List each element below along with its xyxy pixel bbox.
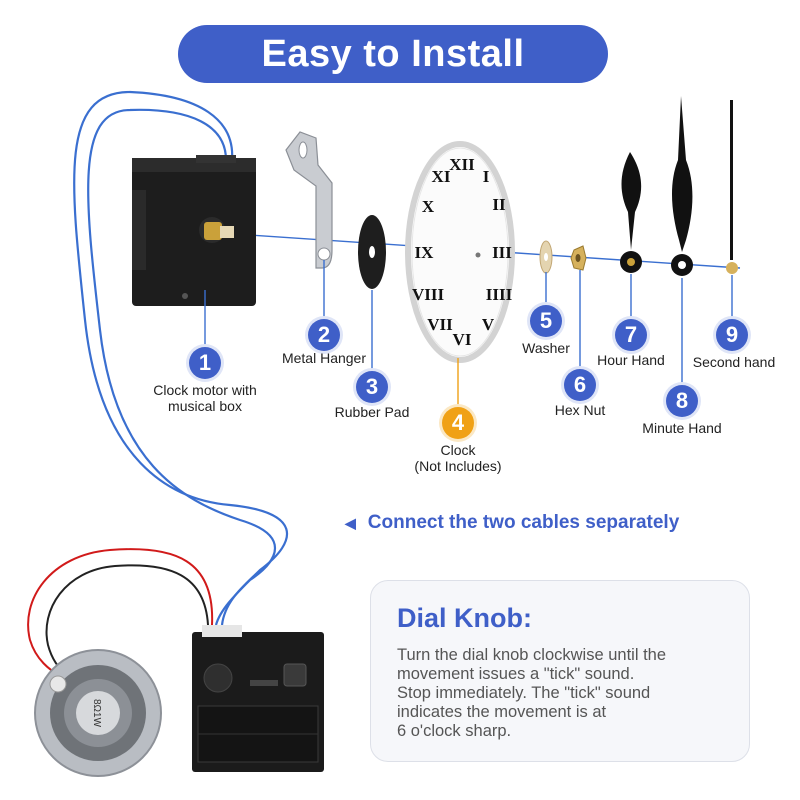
label-washer: Washer — [522, 340, 570, 356]
svg-text:II: II — [492, 195, 506, 214]
page-title: Easy to Install — [178, 25, 608, 83]
leader-lines — [204, 260, 733, 406]
minute-hand-icon — [671, 96, 693, 276]
svg-text:VII: VII — [427, 315, 453, 334]
badge-3: 3 — [356, 371, 388, 403]
metal-hanger-icon — [285, 131, 333, 269]
second-hand-icon — [726, 100, 738, 274]
label-second-hand: Second hand — [692, 354, 776, 370]
badge-1: 1 — [189, 347, 221, 379]
svg-text:IX: IX — [415, 243, 435, 262]
badge-4: 4 — [442, 407, 474, 439]
label-rubber-pad: Rubber Pad — [334, 404, 410, 420]
badge-8: 8 — [666, 385, 698, 417]
svg-text:X: X — [422, 197, 435, 216]
blue-cables — [73, 90, 288, 626]
washer-icon — [539, 240, 553, 274]
svg-text:VI: VI — [453, 330, 472, 349]
speaker-icon: 8Ω1W — [34, 649, 162, 777]
label-minute-hand: Minute Hand — [642, 420, 722, 436]
clock-motor-icon — [132, 155, 256, 306]
badge-7: 7 — [615, 319, 647, 351]
dial-knob-card: Dial Knob: Turn the dial knob clockwise … — [370, 580, 750, 762]
hour-hand-icon — [620, 152, 642, 273]
svg-text:I: I — [483, 167, 490, 186]
label-clock: Clock(Not Includes) — [414, 442, 502, 474]
music-box-icon — [192, 625, 324, 772]
badge-5: 5 — [530, 305, 562, 337]
svg-text:XII: XII — [449, 155, 475, 174]
dial-knob-instructions: Turn the dial knob clockwise until the m… — [397, 646, 667, 740]
badge-6: 6 — [564, 369, 596, 401]
speaker-wires — [27, 548, 214, 677]
dial-knob-title: Dial Knob: — [397, 603, 532, 633]
badge-2: 2 — [308, 319, 340, 351]
svg-text:XI: XI — [432, 167, 451, 186]
svg-text:VIII: VIII — [412, 285, 445, 304]
svg-text:V: V — [482, 315, 495, 334]
label-hour-hand: Hour Hand — [597, 352, 665, 368]
cables-note-text: Connect the two cables separately — [367, 512, 680, 533]
badge-9: 9 — [716, 319, 748, 351]
left-triangle-icon: ◀ — [345, 515, 356, 531]
speaker-label: 8Ω1W — [91, 699, 102, 728]
label-hex-nut: Hex Nut — [554, 402, 606, 418]
label-metal-hanger: Metal Hanger — [281, 350, 367, 366]
cables-note: ◀ Connect the two cables separately — [345, 512, 679, 534]
clock-dial-icon: XII I II III IIII V VI VII VIII IX X XI — [405, 141, 515, 363]
rubber-pad-icon — [358, 215, 386, 289]
svg-text:III: III — [492, 243, 512, 262]
hex-nut-icon — [570, 245, 587, 271]
svg-text:IIII: IIII — [486, 285, 513, 304]
